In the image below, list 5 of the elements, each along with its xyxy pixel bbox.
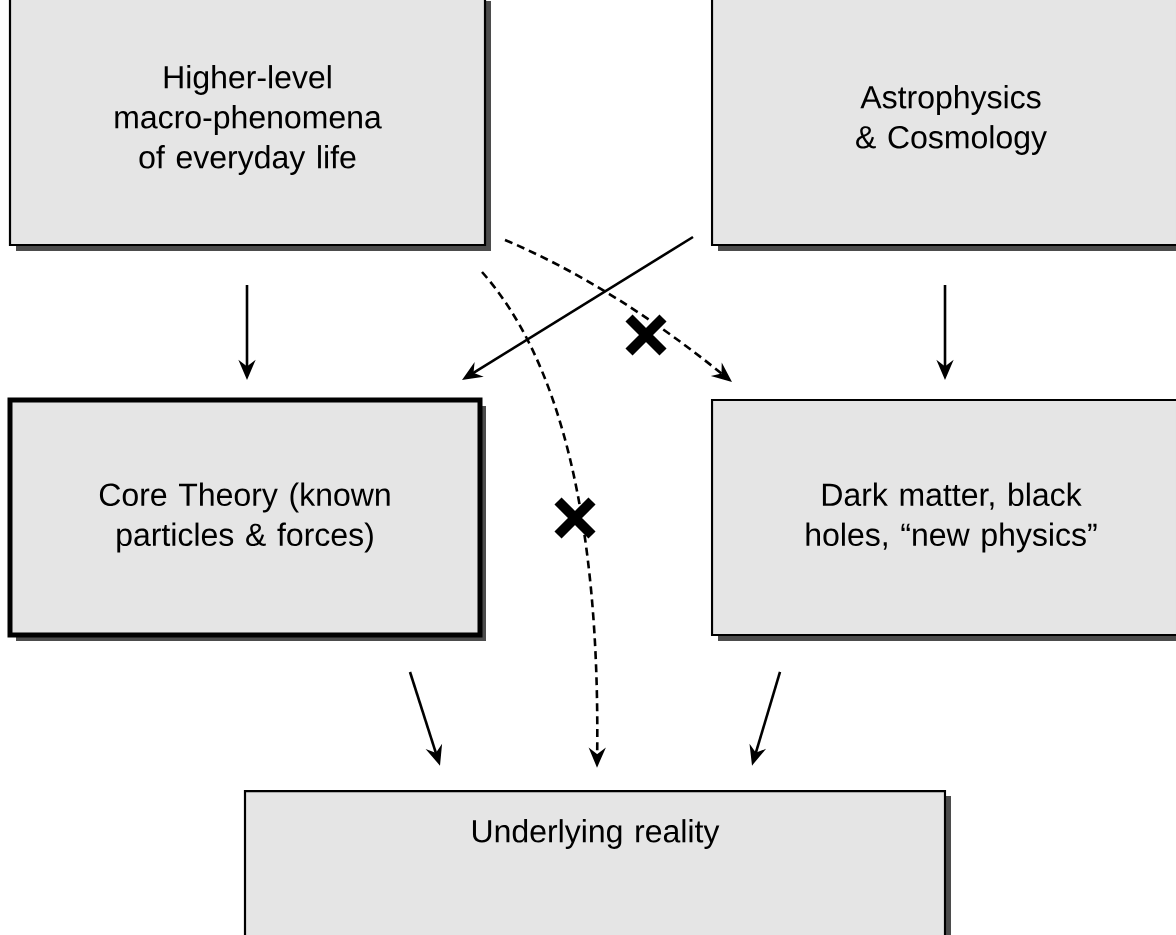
box: Core Theory (known particles & forces) (7, 397, 486, 641)
box: Higher-level macro-phenomena of everyday life (8, 0, 491, 251)
box: Underlying reality (243, 790, 951, 935)
box: Astrophysics & Cosmology (710, 0, 1176, 251)
box: Dark matter, black holes, “new physics” (710, 398, 1176, 641)
